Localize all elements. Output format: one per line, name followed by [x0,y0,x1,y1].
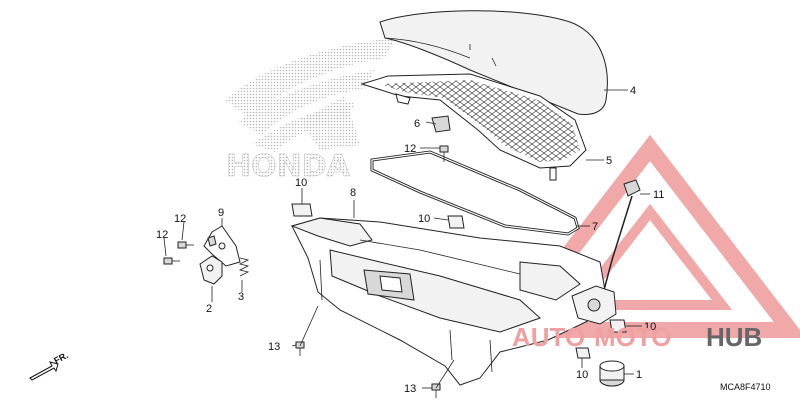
part-3-spring [238,257,250,277]
callout-11: 11 [653,189,664,201]
part-10-clips [291,203,627,359]
clip-10a [291,203,313,217]
callout-12: 12 [156,229,168,241]
front-direction-indicator: FR. [29,350,70,381]
clip-10d [575,347,591,359]
watermark-auto: AUTO [512,322,585,352]
part-8-storage-box [290,217,607,386]
callout-1: 1 [636,369,642,381]
callout-12: 12 [404,143,416,155]
leader-lines [163,89,650,389]
callout-2: 2 [206,303,212,315]
callout-10: 10 [418,213,430,225]
watermark-hub: HUB [706,322,762,352]
callout-4: 4 [630,85,636,97]
honda-logo-text: HONDA [226,149,351,184]
callout-10: 10 [644,321,656,333]
lock-assembly [571,285,617,325]
triangle-watermark [493,134,800,338]
part-2-latch [199,255,223,285]
callout-10: 10 [576,369,588,381]
callout-7: 7 [592,221,598,233]
clip-10b [447,215,465,229]
front-arrow-icon [29,361,59,381]
watermark-moto: MOTO [594,322,672,352]
callout-12: 12 [174,213,186,225]
part-4-seat-cover [379,10,608,115]
part-1-grommet [599,360,625,387]
callout-8: 8 [350,187,356,199]
diagram-code: MCA8F4710 [720,382,771,392]
callout-10: 10 [295,177,307,189]
part-9-latch-bracket [203,225,241,267]
honda-wing-watermark [225,38,395,152]
part-6-clip [431,115,451,133]
callout-3: 3 [238,291,244,303]
callout-9: 9 [218,207,224,219]
callout-5: 5 [606,155,612,167]
part-5-inner-panel [360,73,587,181]
callout-13: 13 [404,383,416,395]
callout-6: 6 [414,118,420,130]
clip-10c [609,319,627,333]
part-7-gasket [370,150,580,236]
part-11-cable [603,179,641,291]
callout-13: 13 [268,341,280,353]
front-label: FR. [52,350,69,366]
site-watermark: AUTO MOTO HUB [512,322,762,352]
